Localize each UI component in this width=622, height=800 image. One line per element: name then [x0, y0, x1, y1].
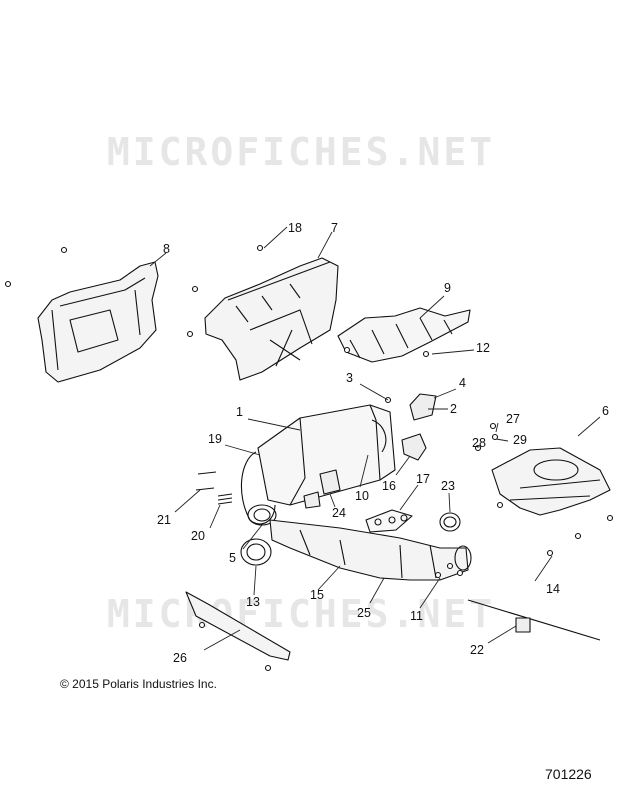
callout-22: 22 [470, 643, 484, 657]
callout-17: 17 [416, 472, 430, 486]
callout-26: 26 [173, 651, 187, 665]
part-24b-mount [303, 491, 321, 509]
callout-4: 4 [459, 376, 466, 390]
callout-18: 18 [288, 221, 302, 235]
callout-11: 11 [410, 609, 423, 623]
fasteners [4, 244, 614, 672]
part-20-spring [217, 493, 233, 505]
part-16-bracket [401, 433, 427, 461]
part-21-bolts [195, 471, 217, 491]
callout-29: 29 [513, 433, 527, 447]
part-7-heat-shield [204, 257, 339, 381]
callout-5: 5 [229, 551, 236, 565]
watermark-bottom: MICROFICHES.NET [106, 592, 496, 636]
leader-lines [149, 226, 601, 651]
callout-25: 25 [357, 606, 371, 620]
part-26-strap [185, 591, 291, 661]
part-23-clamp [439, 512, 461, 532]
callout-1: 1 [236, 405, 243, 419]
part-15-header-pipe [269, 519, 472, 581]
callout-27: 27 [506, 412, 520, 426]
callout-10: 10 [355, 489, 369, 503]
callout-19: 19 [208, 432, 222, 446]
callout-14: 14 [546, 582, 560, 596]
callout-9: 9 [444, 281, 451, 295]
callout-15: 15 [310, 588, 324, 602]
part-24-mount [319, 469, 341, 495]
callout-13: 13 [246, 595, 260, 609]
callout-7: 7 [331, 221, 338, 235]
part-6-heat-shield [491, 447, 611, 516]
part-1-muffler [240, 404, 396, 526]
callout-labels: 8 18 7 9 12 3 4 2 1 27 6 19 28 29 17 23 … [157, 221, 609, 665]
callout-12: 12 [476, 341, 490, 355]
callout-8: 8 [163, 242, 170, 256]
callout-28: 28 [472, 436, 486, 450]
callout-21: 21 [157, 513, 171, 527]
callout-2: 2 [450, 402, 457, 416]
part-22-tie [467, 599, 601, 641]
part-8-heat-shield [37, 261, 159, 383]
diagram-id: 701226 [545, 766, 592, 782]
copyright-notice: © 2015 Polaris Industries Inc. [60, 677, 217, 691]
watermark-top: MICROFICHES.NET [106, 130, 496, 174]
callout-20: 20 [191, 529, 205, 543]
part-9-shield [337, 307, 471, 363]
callout-3: 3 [346, 371, 353, 385]
part-2-cap [409, 393, 437, 421]
callout-6: 6 [602, 404, 609, 418]
part-17-gasket [365, 509, 413, 533]
callout-16: 16 [382, 479, 396, 493]
part-13-grommet [240, 538, 272, 566]
callout-24: 24 [332, 506, 346, 520]
callout-23: 23 [441, 479, 455, 493]
